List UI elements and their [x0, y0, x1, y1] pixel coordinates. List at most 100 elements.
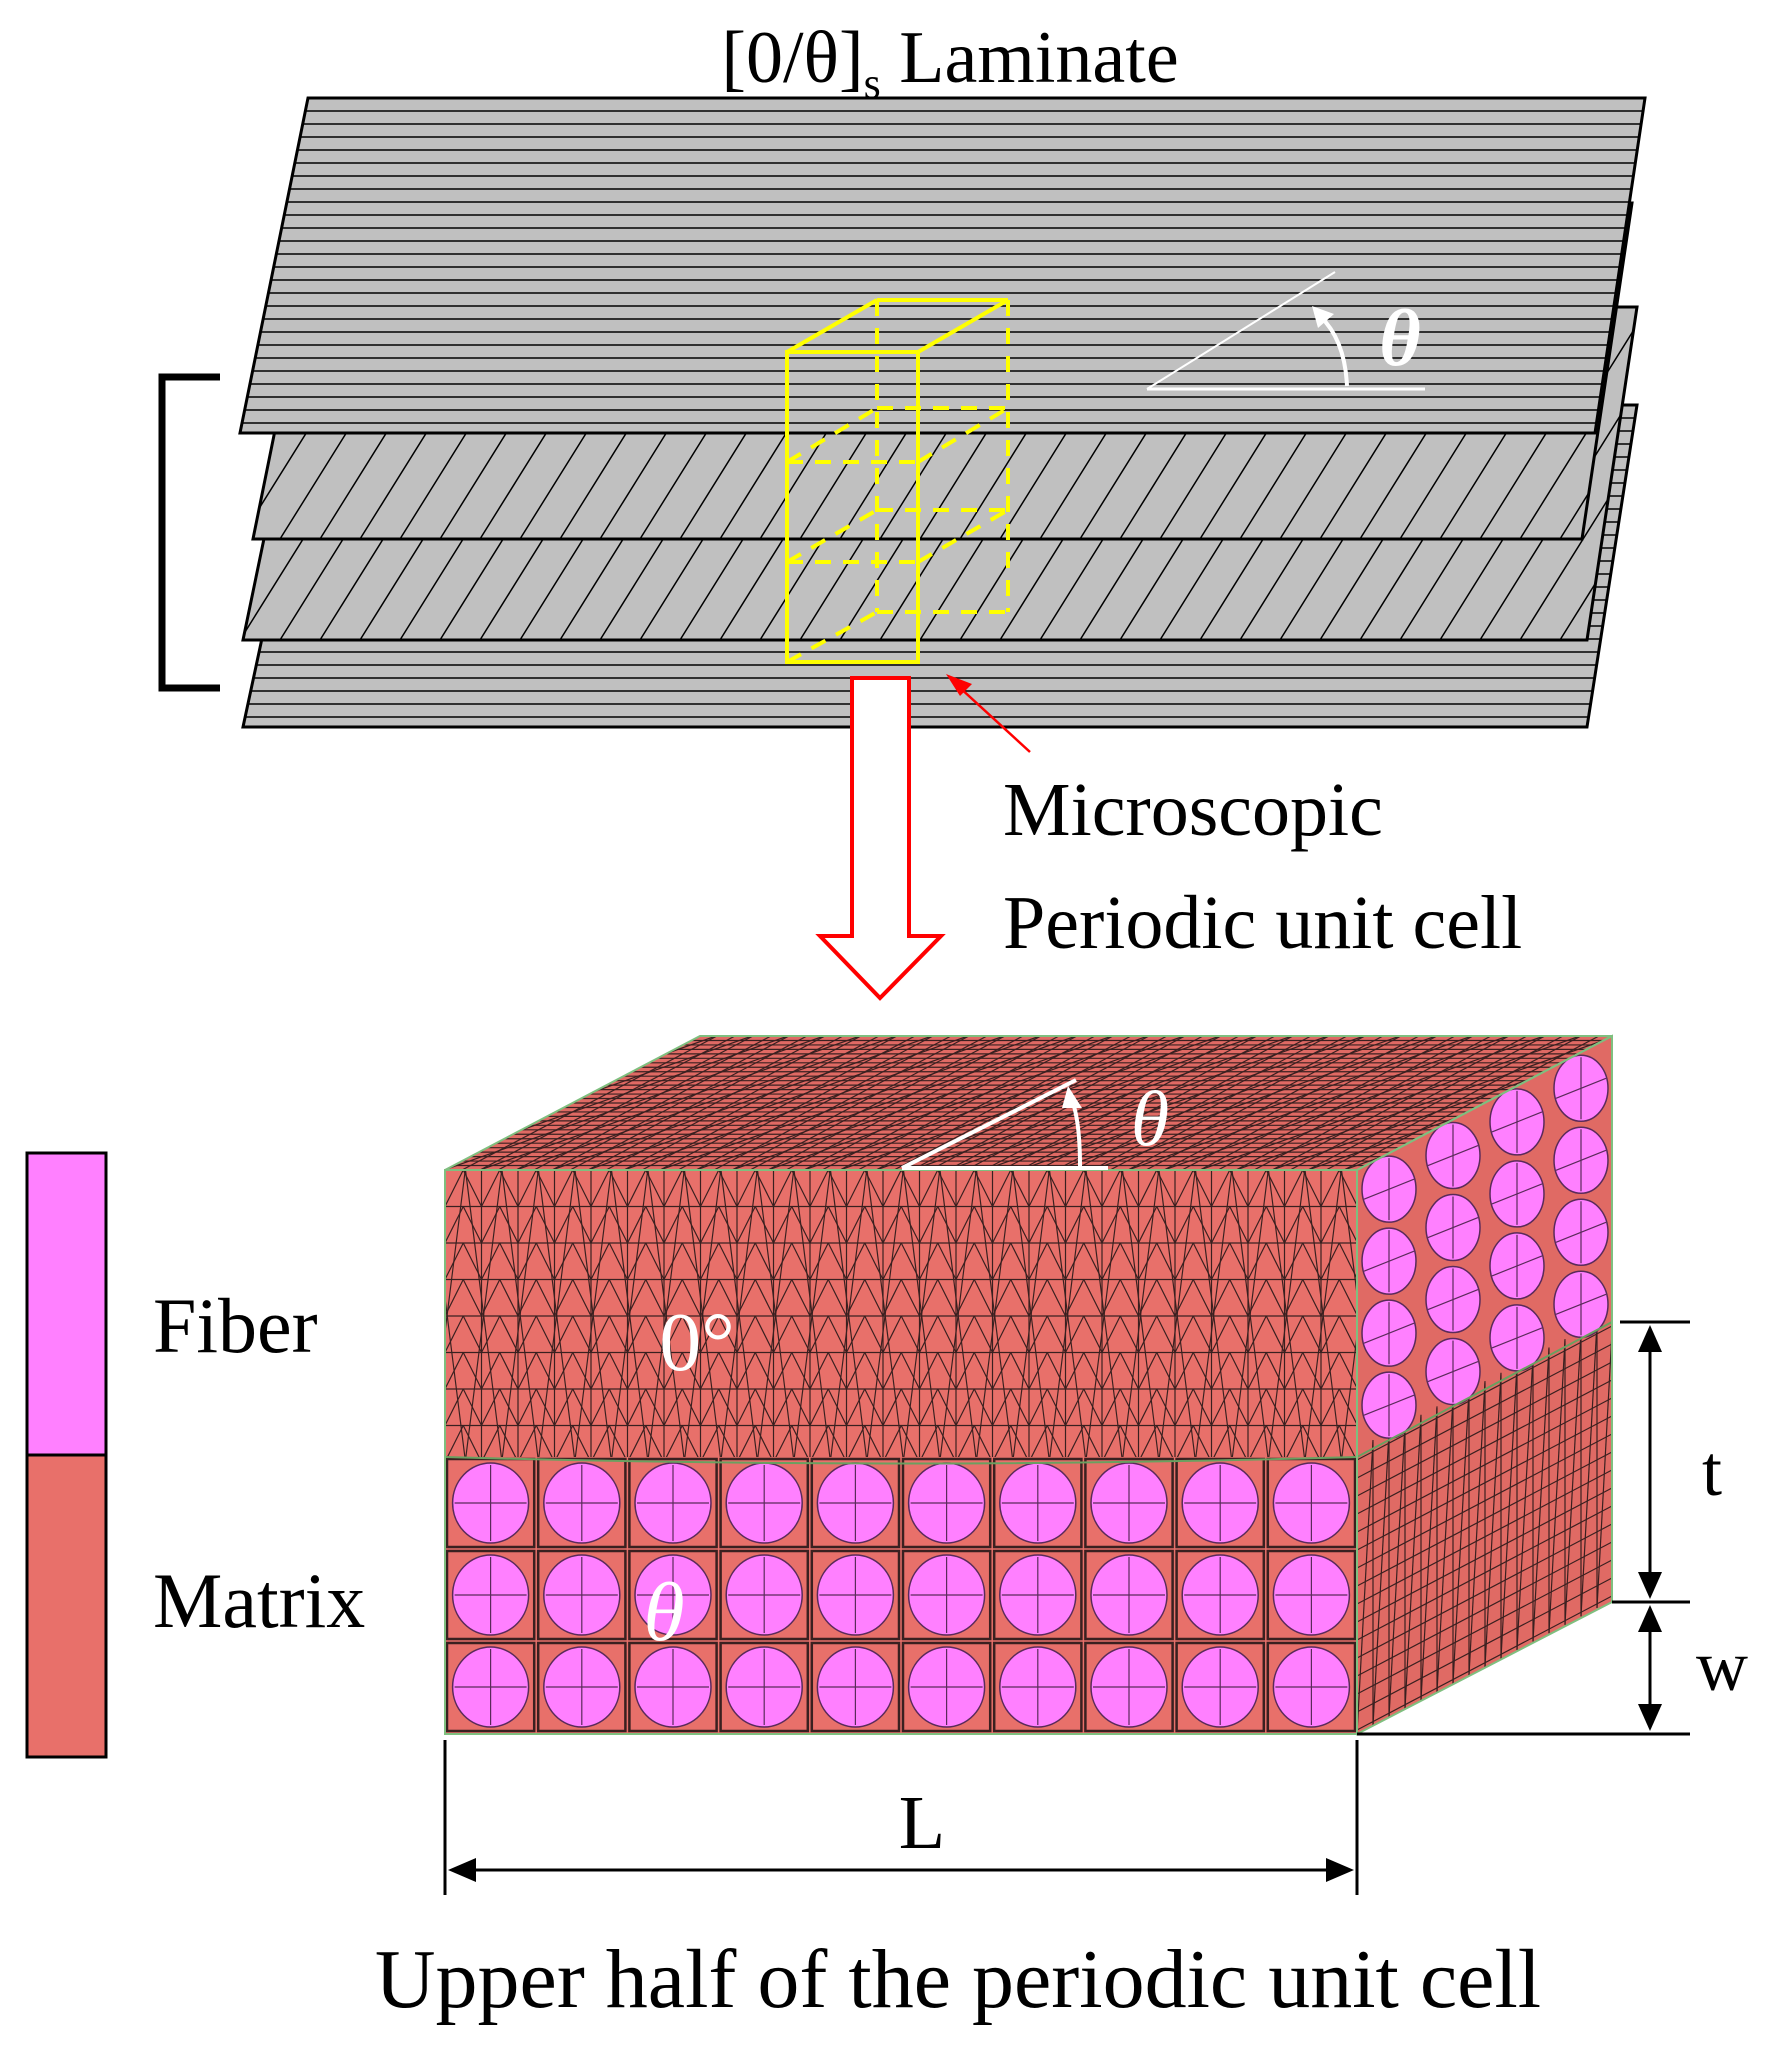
mesh-line	[553, 1352, 574, 1390]
mesh-line	[1156, 1315, 1176, 1353]
matrix-cell	[1175, 1641, 1266, 1733]
mesh-line	[590, 1315, 610, 1353]
matrix-cell	[810, 1641, 901, 1733]
mesh-line	[1265, 1425, 1283, 1457]
mesh-line	[1010, 1206, 1030, 1244]
mesh-line	[681, 1279, 702, 1317]
mesh-line	[1064, 1388, 1085, 1426]
ply-angle-marker: θ	[1146, 271, 1425, 391]
mesh-line	[809, 1242, 829, 1280]
mesh-line	[645, 1352, 665, 1390]
mesh-line	[499, 1206, 519, 1244]
mesh-line	[590, 1279, 610, 1317]
mesh-line	[553, 1242, 574, 1280]
mesh-line	[973, 1206, 994, 1244]
mesh-line	[1012, 1170, 1050, 1457]
matrix-cell	[1084, 1549, 1174, 1641]
laminate-title: [0/θ]s Laminate	[721, 17, 1178, 108]
mesh-line	[1338, 1315, 1357, 1353]
mesh-line	[749, 1036, 1006, 1170]
mesh-line	[1174, 1279, 1194, 1317]
mesh-line	[1302, 1242, 1322, 1280]
matrix-cell	[536, 1641, 627, 1733]
mesh-line	[973, 1242, 994, 1280]
mesh-line	[736, 1388, 756, 1426]
mesh-line	[1302, 1170, 1322, 1207]
mesh-line	[1404, 1414, 1422, 1709]
mesh-line	[864, 1206, 884, 1244]
fiber-hatch-line	[0, 203, 90, 539]
mesh-line	[900, 1388, 921, 1426]
mesh-line	[1199, 1036, 1456, 1170]
mesh-line	[663, 1170, 683, 1207]
fiber-hatch-line	[1760, 307, 1768, 640]
mesh-line	[356, 1170, 392, 1460]
mesh-line	[991, 1206, 1012, 1244]
mesh-line	[445, 1036, 825, 1170]
mesh-line	[809, 1388, 829, 1426]
mesh-line	[1174, 1352, 1194, 1390]
mesh-line	[1083, 1279, 1103, 1317]
mesh-line	[939, 1170, 977, 1457]
mesh-line	[641, 1036, 898, 1170]
matrix-cell	[810, 1457, 901, 1549]
mesh-line	[713, 1036, 970, 1170]
mesh-line	[772, 1279, 793, 1317]
mesh-line	[1210, 1315, 1231, 1353]
mesh-line	[827, 1206, 848, 1244]
mesh-line	[681, 1352, 702, 1390]
mesh-line	[499, 1170, 519, 1207]
mesh-line	[517, 1352, 537, 1390]
mesh-line	[1632, 1036, 1768, 1170]
mesh-line	[1302, 1279, 1322, 1317]
mesh-line	[1247, 1206, 1267, 1244]
mesh-line	[864, 1279, 884, 1317]
mesh-line	[1388, 1423, 1406, 1718]
mesh-line	[1210, 1352, 1231, 1390]
mesh-line	[754, 1315, 775, 1353]
matrix-cell	[810, 1549, 901, 1641]
matrix-cell	[445, 1641, 536, 1733]
mesh-line	[975, 1170, 1013, 1457]
mesh-line	[1137, 1388, 1158, 1426]
fiber-hatch-line	[40, 203, 250, 539]
mesh-line	[445, 1352, 464, 1390]
mesh-line	[864, 1170, 884, 1207]
matrix-cell	[901, 1457, 992, 1549]
mesh-line	[955, 1315, 975, 1353]
mesh-line	[480, 1279, 501, 1317]
mesh-line	[1613, 1305, 1629, 1599]
mesh-line	[754, 1170, 775, 1207]
mesh-line	[1001, 1036, 1258, 1170]
mesh-line	[1283, 1206, 1304, 1244]
mesh-line	[994, 1425, 1012, 1457]
matrix-cell	[901, 1549, 992, 1641]
mesh-line	[1048, 1170, 1086, 1457]
mesh-line	[1103, 1425, 1121, 1457]
unit-cell-callout: Microscopic Periodic unit cell	[946, 674, 1522, 965]
mesh-line	[955, 1279, 975, 1317]
mesh-line	[955, 1242, 975, 1280]
mesh-line	[572, 1315, 592, 1353]
mesh-line	[772, 1206, 793, 1244]
mesh-line	[572, 1425, 590, 1457]
mesh-line	[1320, 1315, 1340, 1353]
mesh-line	[921, 1425, 939, 1457]
mesh-line	[845, 1352, 866, 1390]
mesh-line	[1302, 1315, 1322, 1353]
mesh-line	[1156, 1425, 1174, 1457]
mesh-line	[572, 1206, 592, 1244]
mesh-line	[1010, 1352, 1030, 1390]
mesh-line	[882, 1279, 902, 1317]
mesh-line	[929, 1036, 1186, 1170]
fiber-hatch-line	[0, 203, 210, 539]
mesh-line	[681, 1242, 702, 1280]
mesh-line	[1253, 1036, 1510, 1170]
material-legend: Fiber Matrix	[25, 1151, 365, 1759]
mesh-line	[480, 1352, 501, 1390]
mesh-line	[556, 1425, 574, 1457]
mesh-line	[1083, 1242, 1103, 1280]
mesh-line	[1101, 1170, 1121, 1207]
mesh-line	[480, 1170, 501, 1207]
fiber-hatch-line	[0, 203, 130, 539]
